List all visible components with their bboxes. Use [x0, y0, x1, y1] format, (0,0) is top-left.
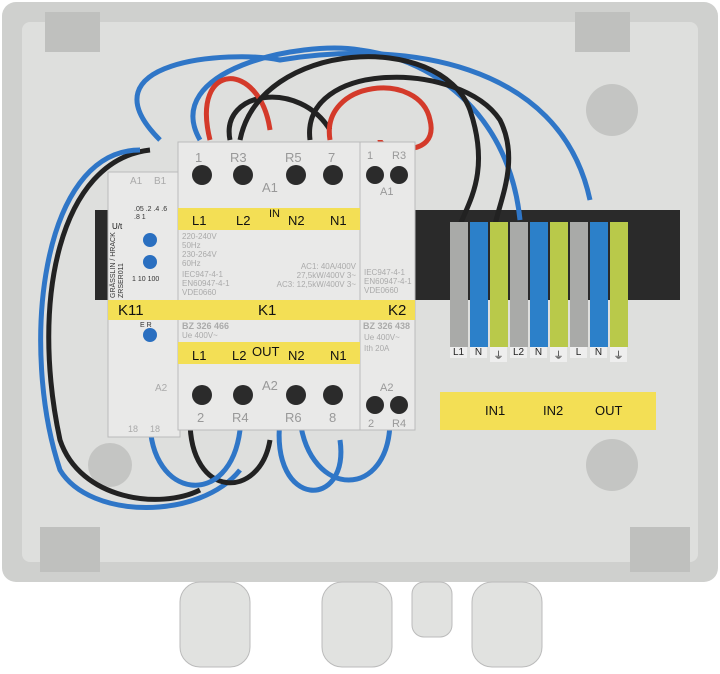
out-n1: N1 — [330, 348, 347, 363]
k1-tag: K1 — [258, 302, 277, 319]
k2-coil-a2: A2 — [380, 382, 394, 394]
out-n2: N2 — [288, 348, 305, 363]
out-l1: L1 — [192, 348, 207, 363]
group-label-in2: IN2 — [543, 403, 564, 418]
k2-terminal-1: 1 — [367, 150, 374, 162]
k2-part-number: BZ 326 438 — [363, 321, 411, 331]
terminal-block — [450, 222, 628, 347]
k11-a2: A2 — [155, 383, 168, 394]
k11-dial2-scale: 1 10 100 — [132, 276, 160, 283]
k2-voltage: Ue 400V~ — [364, 333, 400, 342]
k11-18a: 18 — [128, 424, 139, 434]
k1-terminal-8: 8 — [329, 410, 337, 425]
k2-tag: K2 — [388, 302, 407, 319]
k2-terminal-r4: R4 — [392, 418, 407, 430]
in-n2: N2 — [288, 213, 305, 228]
k1-terminal-r6: R6 — [285, 410, 302, 425]
k11-tag: K11 — [118, 302, 144, 319]
terminal-label-l: L — [570, 347, 587, 358]
k11-18b: 18 — [150, 424, 161, 434]
k2-current: Ith 20A — [364, 344, 390, 353]
k1-terminal-2: 2 — [197, 410, 205, 425]
k11-mode: E R — [140, 322, 152, 329]
k11-b1: B1 — [154, 176, 167, 187]
terminal-label-earth: ⏚ — [490, 347, 507, 362]
in-label: IN — [269, 208, 280, 220]
k11-dial-label: U/t — [112, 222, 123, 231]
group-label-strip — [440, 392, 656, 430]
k1-terminal-r5: R5 — [285, 150, 302, 165]
k1-voltage: Ue 400V~ — [182, 331, 218, 340]
terminal-label-n: N — [530, 347, 547, 358]
contactor-k2-body — [359, 141, 416, 431]
k1-in-strip: L1 L2 IN N2 N1 — [178, 208, 360, 230]
group-label-out: OUT — [595, 403, 623, 418]
k1-terminal-7: 7 — [328, 150, 336, 165]
k2-coil-a1: A1 — [380, 186, 394, 198]
out-label: OUT — [252, 344, 280, 359]
terminal-label-l1: L1 — [450, 347, 467, 358]
cable-glands — [179, 581, 543, 668]
terminal-label-l2: L2 — [510, 347, 527, 358]
k1-coil-a1: A1 — [262, 180, 278, 195]
terminal-label-n: N — [590, 347, 607, 358]
k2-terminal-2: 2 — [368, 418, 375, 430]
in-l2: L2 — [236, 213, 251, 228]
k1-part-number: BZ 326 466 — [182, 321, 230, 331]
group-label-in1: IN1 — [485, 403, 506, 418]
k1-terminal-r3: R3 — [230, 150, 247, 165]
k1-coil-a2: A2 — [262, 378, 278, 393]
in-l1: L1 — [192, 213, 207, 228]
tag-strip: K11 K1 K2 — [108, 300, 415, 320]
k2-terminal-r3: R3 — [392, 150, 407, 162]
k11-dial1-scale: .05 .2 .4 .6 .8 1 — [134, 206, 168, 221]
corner-posts — [40, 12, 690, 572]
contactor-k1-body — [177, 141, 361, 431]
in-n1: N1 — [330, 213, 347, 228]
terminal-label-earth: ⏚ — [610, 347, 627, 362]
k11-a1: A1 — [130, 176, 143, 187]
wiring — [38, 45, 593, 510]
terminal-label-n: N — [470, 347, 487, 358]
k1-terminal-r4: R4 — [232, 410, 249, 425]
k1-out-strip: L1 L2 OUT N2 N1 — [178, 342, 360, 364]
out-l2: L2 — [232, 348, 247, 363]
terminal-label-earth: ⏚ — [550, 347, 567, 362]
k1-terminal-1: 1 — [195, 150, 203, 165]
